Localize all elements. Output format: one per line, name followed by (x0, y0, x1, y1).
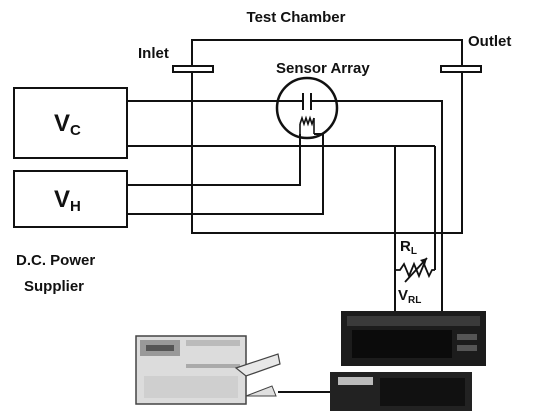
dc-power-label-line2: Supplier (24, 278, 84, 295)
wiring (127, 100, 443, 312)
dc-power-label-line1: D.C. Power (16, 252, 95, 269)
vrl-label: VRL (398, 287, 421, 306)
vh-label: VH (54, 186, 81, 215)
printer (135, 335, 281, 405)
rl-label: RL (400, 238, 417, 257)
outlet-port (440, 65, 482, 73)
recorder-instrument (278, 372, 472, 411)
test-chamber-box (191, 39, 463, 234)
sensor-array-label: Sensor Array (276, 60, 370, 77)
inlet-label: Inlet (138, 45, 169, 62)
meter-instrument (341, 311, 486, 366)
vc-supply-box (13, 87, 128, 159)
outlet-label: Outlet (468, 33, 511, 50)
load-resistor (395, 257, 435, 283)
vc-label: VC (54, 110, 81, 139)
sensor-element (275, 76, 339, 140)
vh-supply-box (13, 170, 128, 228)
test-chamber-label: Test Chamber (247, 9, 346, 26)
inlet-port (172, 65, 214, 73)
